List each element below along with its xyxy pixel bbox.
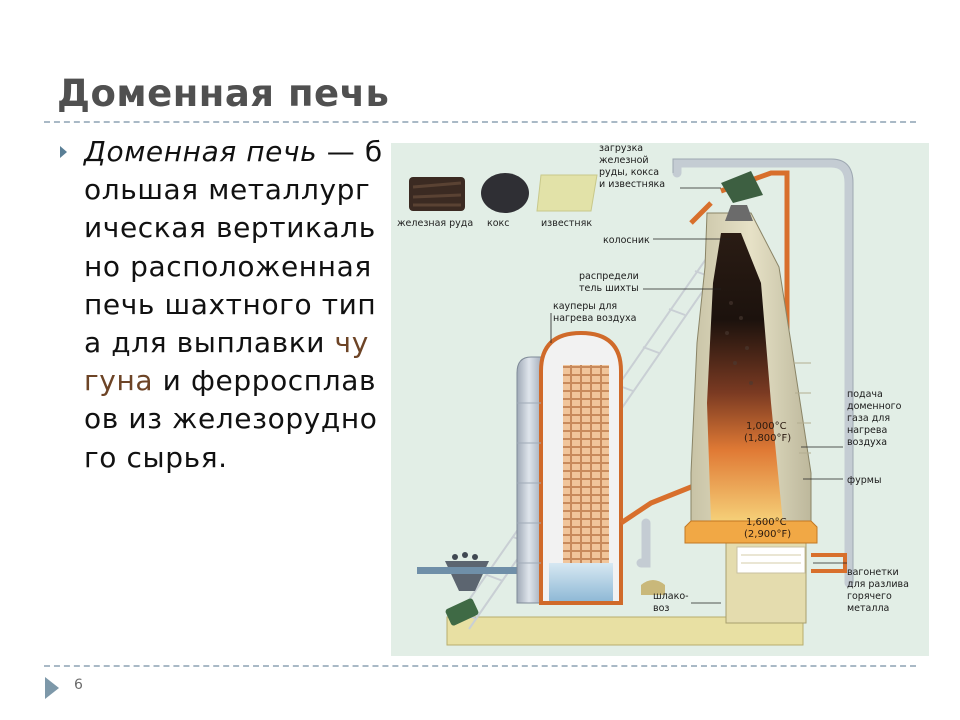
- label-slag-2: воз: [653, 603, 669, 614]
- footer-divider: [44, 665, 916, 667]
- iron-ore-label: железная руда: [397, 218, 473, 229]
- tuyere-ring: [684, 520, 818, 544]
- temp-1000c: 1,000°C: [746, 421, 787, 432]
- iron-ore-sample: [409, 177, 465, 211]
- temp-1800f: (1,800°F): [744, 433, 791, 444]
- skip-bucket: [721, 171, 763, 203]
- label-grate: колосник: [603, 235, 650, 246]
- definition-text-1: — большая металлургическая вертикально р…: [84, 135, 383, 360]
- furnace-top-bell: [725, 205, 753, 221]
- label-charging-1: загрузка: [599, 143, 643, 154]
- term-text: Доменная печь: [84, 135, 318, 168]
- page-number: 6: [74, 677, 83, 693]
- stove-checker-bricks: [563, 365, 609, 565]
- blast-furnace-diagram: железная руда кокс известняк: [391, 143, 929, 656]
- bullet-arrow-icon: [60, 146, 67, 158]
- furnace-shaft: [707, 233, 783, 523]
- label-gas-3: газа для: [847, 413, 890, 424]
- label-gas-4: нагрева: [847, 425, 887, 436]
- label-distributor-1: распредели: [579, 271, 639, 282]
- temp-1600c: 1,600°C: [746, 517, 787, 528]
- definition-paragraph: Доменная печь — большая металлургическая…: [84, 133, 384, 477]
- limestone-label: известняк: [541, 218, 592, 229]
- label-charging-3: руды, кокса: [599, 167, 659, 178]
- gas-pipes: [636, 158, 854, 588]
- title-divider: [44, 121, 916, 123]
- label-wagons-4: металла: [847, 603, 889, 614]
- stove-left-wall: [516, 356, 542, 604]
- label-stoves-2: нагрева воздуха: [553, 313, 636, 324]
- label-slag-1: шлако-: [653, 591, 689, 602]
- label-gas-1: подача: [847, 389, 883, 400]
- label-gas-2: доменного: [847, 401, 902, 412]
- temp-2900f: (2,900°F): [744, 529, 791, 540]
- hearth-window: [736, 546, 806, 574]
- definition-text-2: и ферросплавов из железорудного сырья.: [84, 364, 378, 474]
- cold-air-pipe: [417, 567, 547, 574]
- coke-label: кокс: [487, 218, 510, 229]
- label-charging-2: железной: [599, 155, 649, 166]
- slide-title: Доменная печь: [57, 72, 390, 115]
- limestone-sample: [536, 174, 598, 212]
- label-gas-5: воздуха: [847, 437, 887, 448]
- label-wagons-1: вагонетки: [847, 567, 899, 578]
- coke-sample: [481, 173, 529, 213]
- skip-car: [445, 598, 479, 626]
- label-stoves-1: кауперы для: [553, 301, 617, 312]
- label-tuyeres: фурмы: [847, 475, 881, 486]
- label-charging-4: и известняка: [599, 179, 665, 190]
- label-wagons-3: горячего: [847, 591, 892, 602]
- footer-arrow-icon: [45, 677, 59, 699]
- stove-base: [549, 563, 613, 601]
- label-distributor-2: тель шихты: [579, 283, 639, 294]
- label-wagons-2: для разлива: [847, 579, 909, 590]
- cast-iron-link[interactable]: чугуна: [84, 326, 369, 398]
- leader-lines: [550, 187, 847, 604]
- slag-car: [641, 580, 665, 595]
